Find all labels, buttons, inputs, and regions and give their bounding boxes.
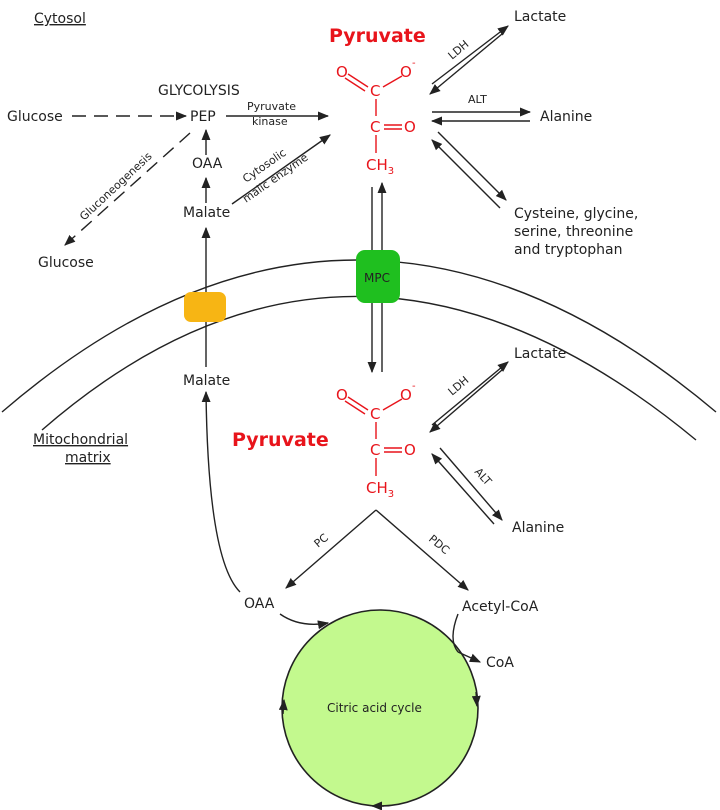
glucose-output-label: Glucose [38, 255, 94, 271]
pep-label: PEP [190, 109, 216, 125]
alt-matrix-label: ALT [472, 465, 494, 488]
cycle-arrow-right [471, 691, 481, 708]
matrix-lactate-arrow-down [429, 369, 503, 433]
matrix-lactate-arrow-up [431, 361, 509, 426]
malate-cytosol-label: Malate [183, 205, 230, 221]
oaa-cytosol-label: OAA [192, 156, 223, 172]
bond-c-o-double [344, 396, 369, 415]
oaa-to-cycle-arrow [279, 613, 330, 630]
matrix-alanine-arrow-down [439, 447, 503, 521]
coa-release-arrow [457, 651, 482, 663]
malate-matrix-label: Malate [183, 373, 230, 389]
pyruvate-lactate-arrow-up [431, 25, 509, 85]
charge-sign: - [412, 58, 416, 69]
mpc-label: MPC [364, 271, 390, 285]
charge-sign: - [412, 381, 416, 392]
citric-acid-cycle-label: Citric acid cycle [327, 701, 422, 715]
mitochondrial-matrix-label-2: matrix [65, 450, 111, 466]
pyruvate-aminoacids-arrow-up [431, 139, 501, 209]
bond-c-o-single [382, 398, 403, 411]
pdc-label: PDC [426, 532, 452, 557]
cytosolic-pyruvate-title: Pyruvate [329, 25, 426, 47]
oaa-to-malate-arrow [201, 390, 241, 593]
pyruvate-kinase-label: Pyruvate [247, 100, 296, 113]
keto-carbon: C [370, 118, 380, 136]
amino-acids-label: Cysteine, glycine, [514, 206, 638, 222]
malate-to-pyruvate-arrow [231, 134, 331, 205]
matrix-pyruvate-structure: O O - C C O CH3 [336, 381, 416, 500]
amino-acids-label-3: and tryptophan [514, 242, 622, 258]
carboxylate-oxygen: O [400, 386, 412, 404]
inner-mitochondrial-membrane [41, 295, 697, 441]
cycle-arrow-left [278, 698, 288, 715]
keto-oxygen: O [404, 118, 416, 136]
matrix-pyruvate-title: Pyruvate [232, 429, 329, 451]
pyruvate-to-acetylcoa-arrow [375, 509, 469, 591]
alanine-cytosol-label: Alanine [540, 109, 592, 125]
coa-label: CoA [486, 655, 514, 671]
amino-acids-label-2: serine, threonine [514, 224, 633, 240]
pyruvate-aminoacids-arrow-down [437, 131, 507, 201]
alanine-matrix-label: Alanine [512, 520, 564, 536]
bond-c-o-double [344, 73, 369, 92]
gluconeogenesis-arrow [64, 132, 191, 246]
pc-label: PC [312, 531, 332, 550]
methyl-group: CH3 [366, 156, 394, 177]
mpc-transporter [356, 250, 400, 303]
alt-cytosol-label: ALT [468, 93, 487, 106]
mitochondrial-matrix-label: Mitochondrial [33, 432, 128, 448]
bond-keto-double [384, 447, 402, 453]
oaa-matrix-label: OAA [244, 596, 275, 612]
pyruvate-to-oaa-arrow [285, 509, 377, 589]
cytosolic-pyruvate-structure: O O - C C O CH3 [336, 58, 416, 177]
carbonyl-oxygen: O [336, 63, 348, 81]
lactate-matrix-label: Lactate [514, 346, 566, 362]
bond-keto-double [384, 124, 402, 130]
acetyl-coa-label: Acetyl-CoA [462, 599, 539, 615]
carbonyl-oxygen: O [336, 386, 348, 404]
pyruvate-lactate-arrow-down [429, 33, 503, 95]
pyruvate-kinase-label-2: kinase [252, 115, 288, 128]
matrix-alanine-arrow-up [431, 453, 495, 525]
bond-c-o-single [382, 75, 403, 88]
carboxyl-carbon: C [370, 82, 380, 100]
gluconeogenesis-label: Gluconeogenesis [77, 150, 155, 224]
carboxylate-oxygen: O [400, 63, 412, 81]
acetylcoa-to-cycle-arrow [452, 613, 459, 653]
keto-oxygen: O [404, 441, 416, 459]
ldh-cytosol-label: LDH [446, 38, 472, 63]
cytosol-label: Cytosol [34, 11, 86, 27]
ldh-matrix-label: LDH [446, 374, 472, 399]
glycolysis-label: GLYCOLYSIS [158, 83, 240, 99]
methyl-group: CH3 [366, 479, 394, 500]
glucose-input-label: Glucose [7, 109, 63, 125]
lactate-cytosol-label: Lactate [514, 9, 566, 25]
carboxyl-carbon: C [370, 405, 380, 423]
keto-carbon: C [370, 441, 380, 459]
malate-carrier [184, 292, 226, 322]
